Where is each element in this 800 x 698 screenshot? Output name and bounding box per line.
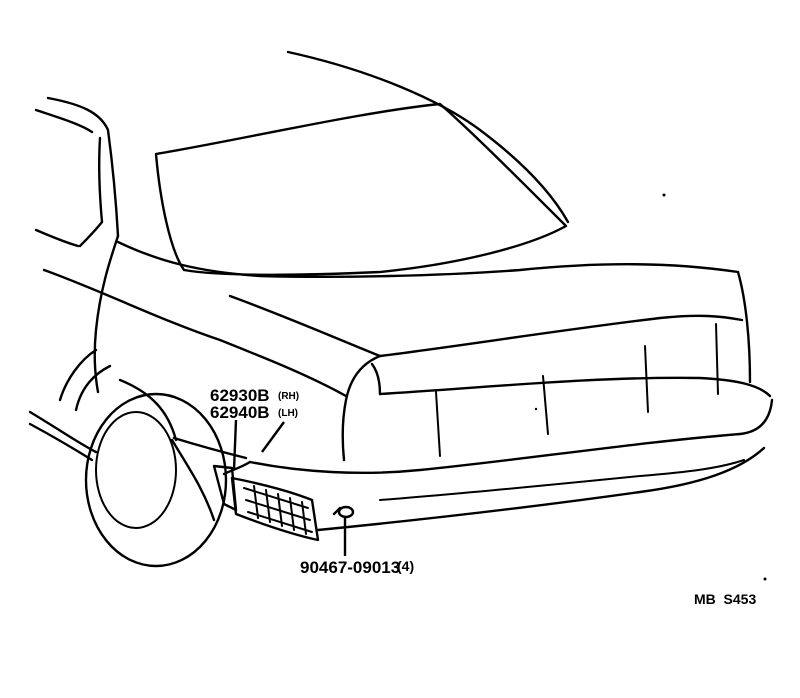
- figure-reference: MB S453: [694, 591, 756, 607]
- clip-quantity: (4): [397, 558, 414, 574]
- side-label-lh: (LH): [278, 408, 298, 419]
- clip-part-number: 90467-09013: [300, 558, 400, 577]
- leader-line-rh: [232, 419, 238, 471]
- side-label-rh: (RH): [278, 391, 299, 402]
- clip-icon: [332, 505, 355, 519]
- stray-dot: [662, 193, 666, 197]
- part-number-lh: 62940B: [210, 403, 270, 422]
- stray-dot: [763, 577, 767, 581]
- stray-dot: [534, 407, 538, 411]
- part-number-rh: 62930B: [210, 386, 270, 405]
- leader-line-lh: [261, 421, 285, 453]
- car-body-outline: [28, 50, 774, 568]
- vent-louver: [212, 464, 320, 542]
